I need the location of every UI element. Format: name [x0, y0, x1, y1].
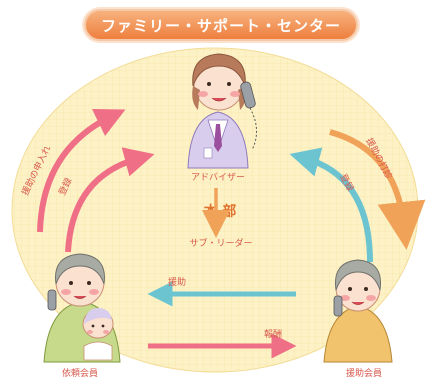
title-text: ファミリー・サポート・センター: [100, 16, 341, 35]
phone-icon: [240, 81, 257, 151]
sub-leader-label: サブ・リーダー: [189, 237, 252, 249]
arrange-arrow: [329, 129, 426, 250]
apply-arrow: [37, 109, 126, 233]
adviser-label: アドバイザー: [191, 172, 245, 183]
helper-label: 援助会員: [346, 367, 382, 379]
title-banner: ファミリー・サポート・センター: [84, 9, 358, 41]
help-label: 援助: [168, 276, 186, 288]
reward-label: 報酬: [264, 329, 282, 340]
register-right-arrow: [289, 147, 373, 263]
requester-label: 依頼会員: [62, 367, 98, 379]
honbu-label: 本 部: [204, 203, 237, 220]
requester-figure-icon: [43, 253, 121, 363]
register-left-arrow: [65, 147, 155, 253]
helper-figure-icon: [323, 259, 393, 363]
adviser-figure-icon: [187, 53, 249, 169]
